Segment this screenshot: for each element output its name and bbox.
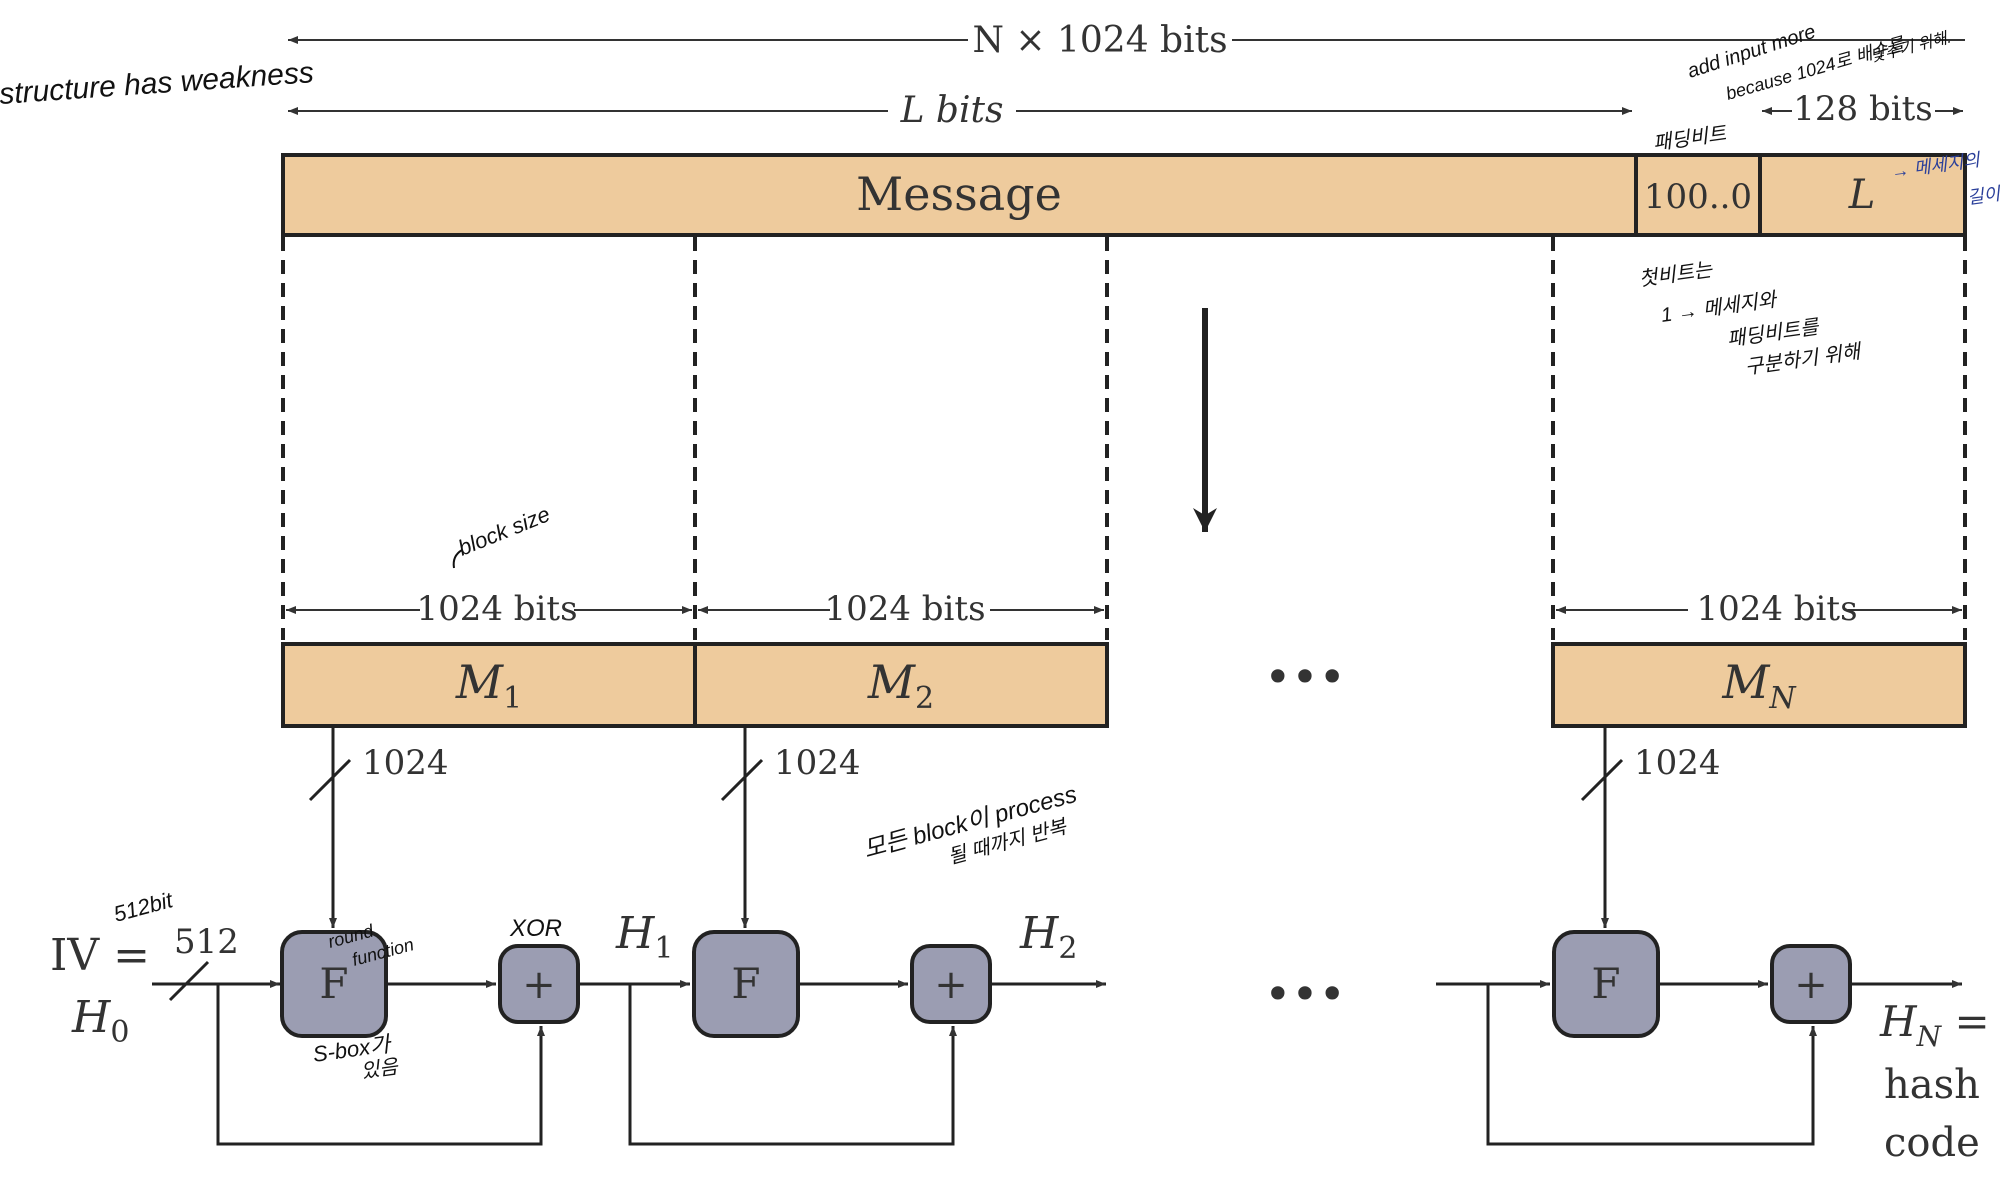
svg-text:M2: M2	[867, 655, 934, 716]
hn-sub: N	[1916, 1020, 1943, 1053]
svg-text:HN =: HN =	[1879, 997, 1990, 1053]
h1-sub: 1	[654, 931, 673, 966]
total-length-label: N × 1024 bits	[972, 20, 1227, 61]
initial-value: IV = H0 512	[50, 922, 239, 1050]
note-first-bit-2: 1 → 메세지와	[1660, 289, 1780, 327]
blockN-bus-width: 1024	[1634, 743, 1721, 783]
block2-bus-width: 1024	[774, 743, 861, 783]
blockN-size-label: 1024 bits	[1696, 589, 1857, 629]
message-length-label: L bits	[900, 90, 1004, 131]
svg-text:H2: H2	[1019, 908, 1077, 966]
note-msg-info-2: 길이	[1966, 183, 2000, 208]
blockN-to-f-arrow: 1024	[1580, 728, 1721, 928]
iv-h: H	[71, 992, 112, 1043]
note-iv-bits: 512bit	[111, 887, 176, 927]
svg-text:M1: M1	[455, 655, 522, 716]
note-first-bit-1: 첫비트는	[1638, 259, 1716, 291]
chain-stage-1: F + H1	[152, 908, 690, 1146]
padding-label: 100..0	[1644, 177, 1752, 217]
iv-label: IV =	[50, 930, 150, 981]
chain-ellipsis: •••	[1264, 967, 1345, 1021]
chain-stage-n: F +	[1436, 930, 1962, 1146]
f-box-2-label: F	[731, 959, 760, 1008]
message-block-1: M1	[281, 642, 697, 728]
h2-sub: 2	[1058, 931, 1077, 966]
note-input-more-3: 맞추기 위해.	[1869, 28, 1953, 65]
note-block-size: block size	[455, 501, 554, 560]
length-field-label: 128 bits	[1793, 89, 1932, 129]
length-field-value: L	[1848, 172, 1876, 218]
chain-stage-2: F + H2	[628, 908, 1106, 1146]
block2-sub: 2	[915, 681, 934, 716]
iv-bus-width: 512	[174, 922, 239, 962]
block1-to-f-arrow: 1024	[308, 728, 449, 928]
padding-field	[1634, 153, 1762, 237]
note-weakness: structure has weakness	[0, 56, 315, 111]
blockN-name: M	[1721, 655, 1771, 709]
message-label: Message	[856, 167, 1062, 221]
note-sbox-2: 있음	[360, 1056, 401, 1083]
hn-eq: =	[1941, 997, 1990, 1046]
message-length-dimension: L bits	[288, 90, 1632, 131]
xor-box-n-label: +	[1794, 962, 1828, 1008]
block-split-lines	[281, 237, 1967, 640]
f-box-n-label: F	[1591, 959, 1620, 1008]
code-label: code	[1884, 1120, 1980, 1166]
padded-message-bar: Message 100..0 L	[281, 153, 1967, 237]
note-first-bit-4: 구분하기 위해	[1744, 341, 1864, 379]
hash-output: HN = hash code	[1879, 997, 1990, 1166]
message-block-2: M2	[693, 642, 1109, 728]
block2-size-label: 1024 bits	[824, 589, 985, 629]
block1-size-dimension: 1024 bits	[286, 589, 692, 629]
block2-size-dimension: 1024 bits	[698, 589, 1104, 629]
note-first-bit-3: 패딩비트를	[1726, 316, 1822, 351]
iv-h-sub: 0	[110, 1015, 129, 1050]
block1-bus-width: 1024	[362, 743, 449, 783]
svg-text:H1: H1	[615, 908, 673, 966]
length-field	[1758, 153, 1967, 237]
svg-text:H0: H0	[71, 992, 129, 1050]
svg-text:MN: MN	[1721, 655, 1797, 716]
blocks-ellipsis: •••	[1264, 650, 1345, 704]
length-field-dimension: 128 bits	[1762, 89, 1963, 129]
h2-label: H	[1019, 908, 1060, 959]
block2-to-f-arrow: 1024	[720, 728, 861, 928]
hn-label: H	[1879, 997, 1918, 1046]
blockN-sub: N	[1768, 681, 1797, 716]
block1-sub: 1	[503, 681, 522, 716]
hash-label: hash	[1884, 1062, 1980, 1108]
block1-name: M	[455, 655, 505, 709]
xor-box-1-label: +	[522, 962, 556, 1008]
block1-size-label: 1024 bits	[416, 589, 577, 629]
block2-name: M	[867, 655, 917, 709]
h1-label: H	[615, 908, 656, 959]
note-padding-bit: 패딩비트	[1652, 123, 1730, 155]
f-box-1-label: F	[319, 959, 348, 1008]
xor-box-2-label: +	[934, 962, 968, 1008]
total-length-dimension: N × 1024 bits	[288, 20, 1965, 61]
blockN-size-dimension: 1024 bits	[1556, 589, 1962, 629]
note-xor: XOR	[509, 915, 562, 942]
message-block-n: MN	[1551, 642, 1967, 728]
